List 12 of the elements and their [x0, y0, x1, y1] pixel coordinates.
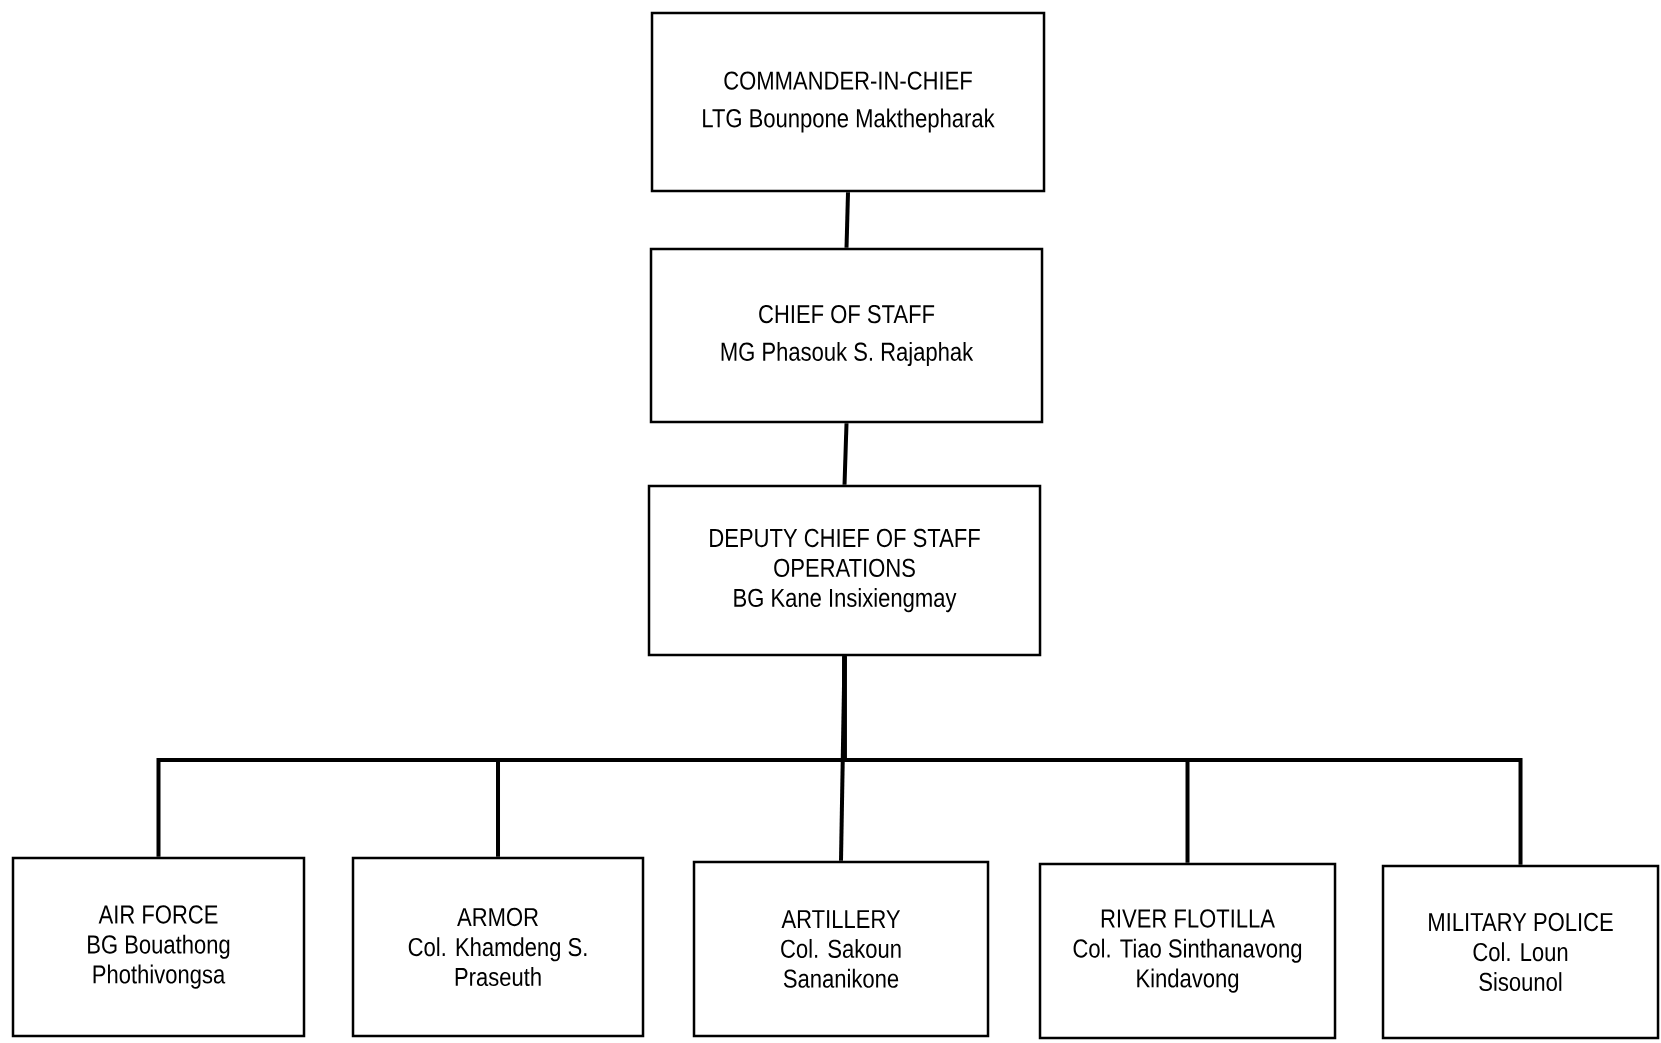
org-box: RIVER FLOTILLA Col. Tiao Sinthanavong Kindavong	[1038, 862, 1337, 1040]
org-box: CHIEF OF STAFF MG Phasouk S. Rajaphak	[649, 247, 1044, 424]
org-box: AIR FORCE BG Bouathong Phothivongsa	[11, 856, 306, 1038]
org-box: ARMOR Col. Khamdeng S. Praseuth	[351, 856, 645, 1038]
connector-line	[842, 656, 1523, 865]
connector-line	[842, 423, 849, 485]
org-box: DEPUTY CHIEF OF STAFF OPERATIONS BG Kane Insixiengmay	[647, 484, 1042, 657]
org-box: MILITARY POLICE Col. Loun Sisounol	[1381, 864, 1660, 1040]
connector-line	[844, 192, 850, 248]
org-box: ARTILLERY Col. Sakoun Sananikone	[692, 860, 990, 1038]
connector-line	[839, 656, 847, 861]
org-box: COMMANDER-IN-CHIEF LTG Bounpone Makthepharak	[650, 11, 1046, 193]
